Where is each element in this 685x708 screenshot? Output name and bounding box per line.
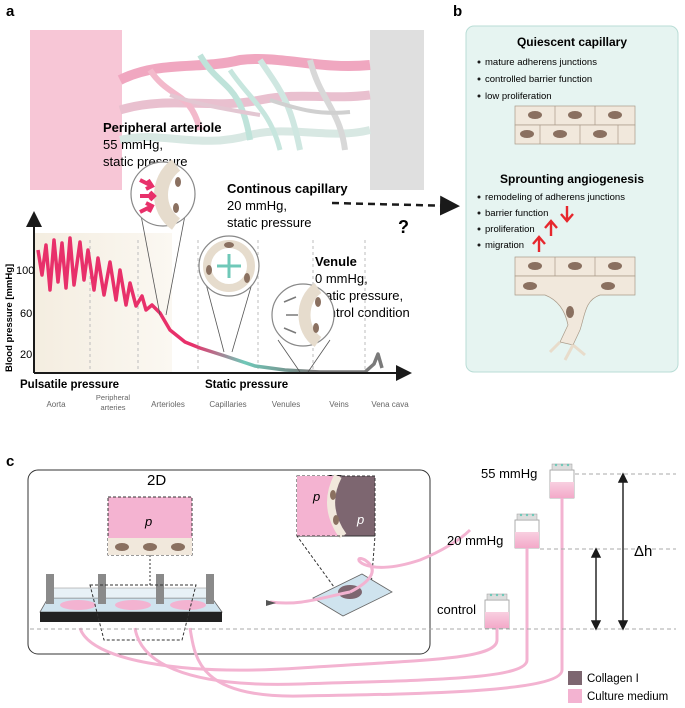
reservoir-55 (549, 463, 575, 499)
capillary-condition: static pressure (227, 215, 312, 230)
legend-medium-swatch (568, 689, 582, 703)
inset-2d (107, 496, 193, 585)
pulsatile-label: Pulsatile pressure (20, 379, 119, 391)
capillary-title: Continous capillary (227, 181, 348, 196)
quiescent-item-2: controlled barrier function (485, 74, 592, 85)
sprouting-item-4: migration (485, 240, 524, 251)
reservoir-control (484, 593, 510, 629)
y-tick-100: 100 (16, 265, 34, 277)
sprouting-item-1: remodeling of adherens junctions (485, 192, 625, 203)
label-2d: 2D (147, 472, 166, 489)
tubing (78, 498, 564, 698)
quiescent-cell-layer (514, 105, 636, 145)
venule-condition: static pressure, (315, 288, 403, 303)
sprouting-bullets (477, 195, 481, 247)
sprouting-cell-layer (514, 256, 636, 361)
venule-pressure: 0 mmHg, (315, 271, 368, 286)
y-axis-label: Blood pressure [mmHg] (4, 264, 15, 372)
vessel-capillaries: Capillaries (209, 400, 246, 409)
inset-3d-p-left: p (312, 489, 320, 504)
legend-collagen-swatch (568, 671, 582, 685)
vessel-venules: Venules (272, 400, 300, 409)
label-55-mmhg: 55 mmHg (481, 466, 537, 481)
sprouting-item-2: barrier function (485, 208, 548, 219)
static-label: Static pressure (205, 379, 288, 391)
delta-h-label: Δh (634, 543, 652, 560)
panel-c-label: c (6, 453, 14, 470)
vessel-network-illustration (30, 30, 424, 190)
legend-medium-label: Culture medium (587, 691, 668, 703)
quiescent-bullets (477, 60, 481, 98)
capillary-pressure: 20 mmHg, (227, 198, 287, 213)
inset-3d-p-right: p (356, 512, 364, 527)
arteriole-zoom-circle (130, 159, 196, 316)
quiescent-item-3: low proliferation (485, 91, 552, 102)
pressure-curve (36, 236, 384, 374)
reservoir-20 (514, 513, 540, 549)
panel-a-label: a (6, 3, 15, 20)
arteriole-pressure: 55 mmHg, (103, 137, 163, 152)
vessel-peripheral-2: arteries (100, 403, 125, 412)
vessel-peripheral-1: Peripheral (96, 393, 131, 402)
vessel-arterioles: Arterioles (151, 400, 185, 409)
dh-arrows (590, 472, 629, 631)
quiescent-item-1: mature adherens junctions (485, 57, 597, 68)
legend-collagen-label: Collagen I (587, 673, 639, 685)
vessel-aorta: Aorta (46, 400, 66, 409)
inset-2d-p: p (144, 514, 152, 529)
proliferation-up-arrow (544, 219, 558, 236)
barrier-down-arrow (560, 206, 574, 223)
device-2d (39, 574, 223, 641)
venule-zoom-circle (271, 283, 335, 373)
sprouting-item-3: proliferation (485, 224, 535, 235)
quiescent-title: Quiescent capillary (517, 35, 627, 49)
vessel-veins: Veins (329, 400, 349, 409)
label-20-mmhg: 20 mmHg (447, 533, 503, 548)
device-3d (266, 528, 472, 617)
capillary-zoom-circle (198, 235, 260, 353)
venule-title: Venule (315, 254, 357, 269)
question-mark: ? (398, 217, 409, 237)
inset-3d (296, 474, 376, 601)
vessel-vena-cava: Vena cava (371, 400, 409, 409)
panel-b-label: b (453, 3, 462, 20)
sprouting-title: Sprounting angiogenesis (500, 172, 644, 186)
dashed-arrow-to-b (331, 195, 460, 216)
arteriole-title: Peripheral arteriole (103, 120, 222, 135)
y-tick-60: 60 (20, 308, 32, 320)
label-control: control (437, 602, 476, 617)
migration-up-arrow (532, 235, 546, 252)
y-tick-20: 20 (20, 349, 32, 361)
venule-control: control condition (315, 305, 410, 320)
